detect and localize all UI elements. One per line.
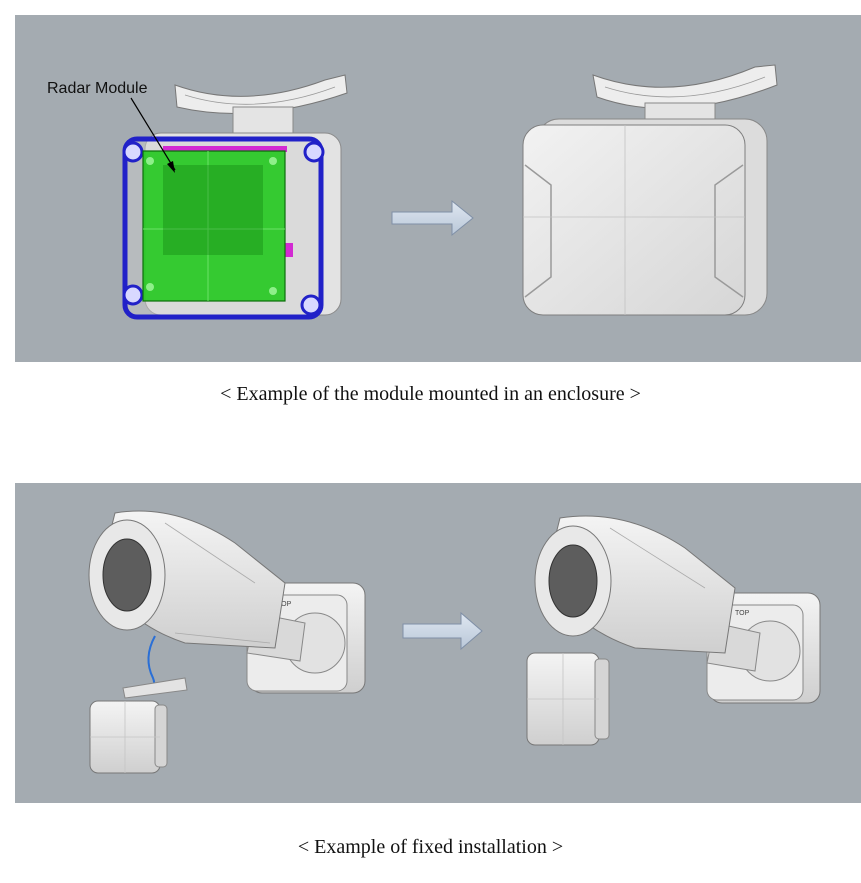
- enclosure-illustration: [122, 64, 778, 320]
- installation-figure-panel: TOP TOP: [15, 483, 861, 803]
- installation-illustration: TOP TOP: [88, 510, 821, 774]
- enclosure-caption: < Example of the module mounted in an en…: [220, 383, 641, 405]
- top-marking-left: TOP: [277, 601, 292, 608]
- radar-module-label: Radar Module: [47, 80, 148, 97]
- camera-exploded: TOP: [88, 510, 366, 774]
- right-arrow-icon: [391, 199, 474, 237]
- top-marking-right: TOP: [735, 610, 750, 617]
- closed-enclosure: [522, 64, 778, 316]
- installation-caption: < Example of fixed installation >: [297, 836, 564, 858]
- right-arrow-icon-2: [402, 611, 483, 651]
- enclosure-figure-panel: Radar Module: [15, 15, 861, 362]
- open-enclosure: [122, 74, 348, 320]
- camera-installed: TOP: [526, 515, 821, 746]
